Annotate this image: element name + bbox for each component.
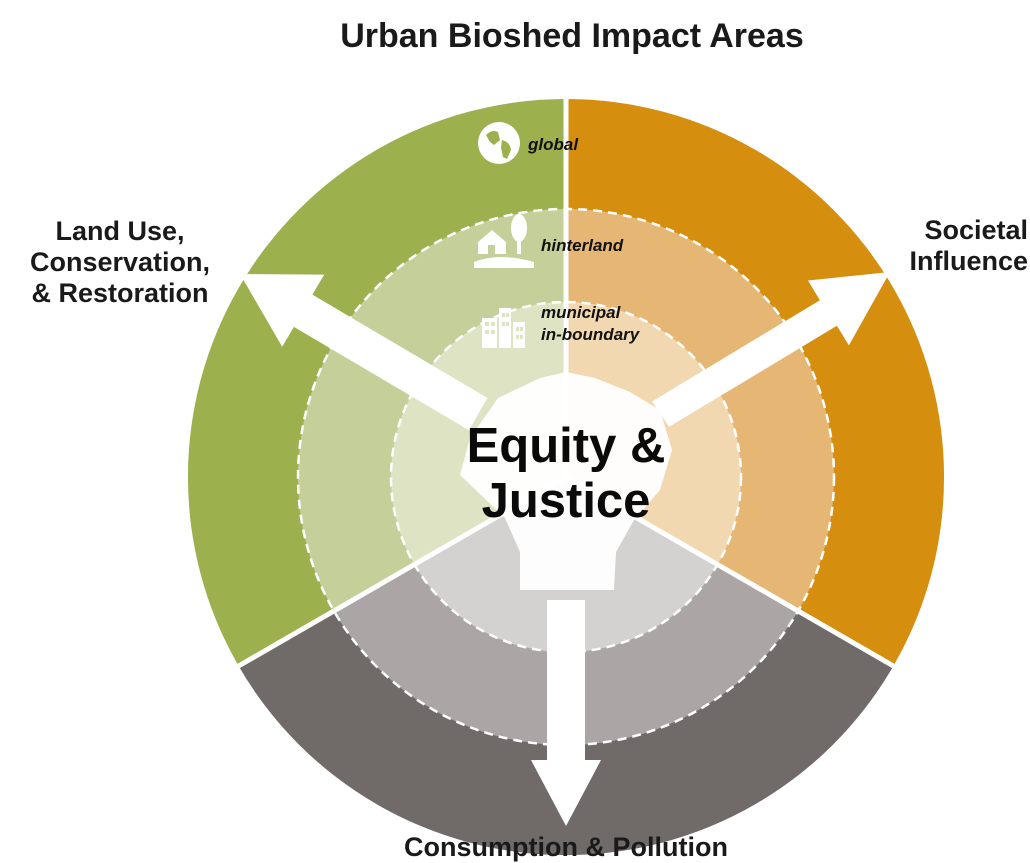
center-hub: [460, 372, 672, 590]
arrow-societal: [652, 272, 890, 427]
arrows: [240, 272, 890, 826]
category-consumption: Consumption & Pollution: [404, 832, 728, 862]
ring-label-municipal: municipal: [541, 303, 622, 322]
center-label-line2: Justice: [482, 474, 651, 528]
category-land-use-line1: Land Use,: [55, 216, 184, 246]
ring-label-global: global: [527, 135, 579, 154]
arrow-consumption: [531, 600, 601, 826]
arrow-land-use: [240, 274, 488, 431]
center-label-line1: Equity &: [467, 419, 666, 473]
buildings-icon: [482, 308, 525, 348]
category-land-use-line3: & Restoration: [31, 278, 208, 308]
diagram-title: Urban Bioshed Impact Areas: [340, 17, 804, 55]
category-societal-line2: Influence: [909, 246, 1028, 276]
house-tree-icon: [474, 214, 534, 268]
category-land-use-line2: Conservation,: [30, 247, 210, 277]
category-societal-line1: Societal: [924, 215, 1028, 245]
ring-label-in-boundary: in-boundary: [541, 325, 641, 344]
ring-label-hinterland: hinterland: [541, 236, 624, 255]
globe-icon: [478, 122, 520, 164]
